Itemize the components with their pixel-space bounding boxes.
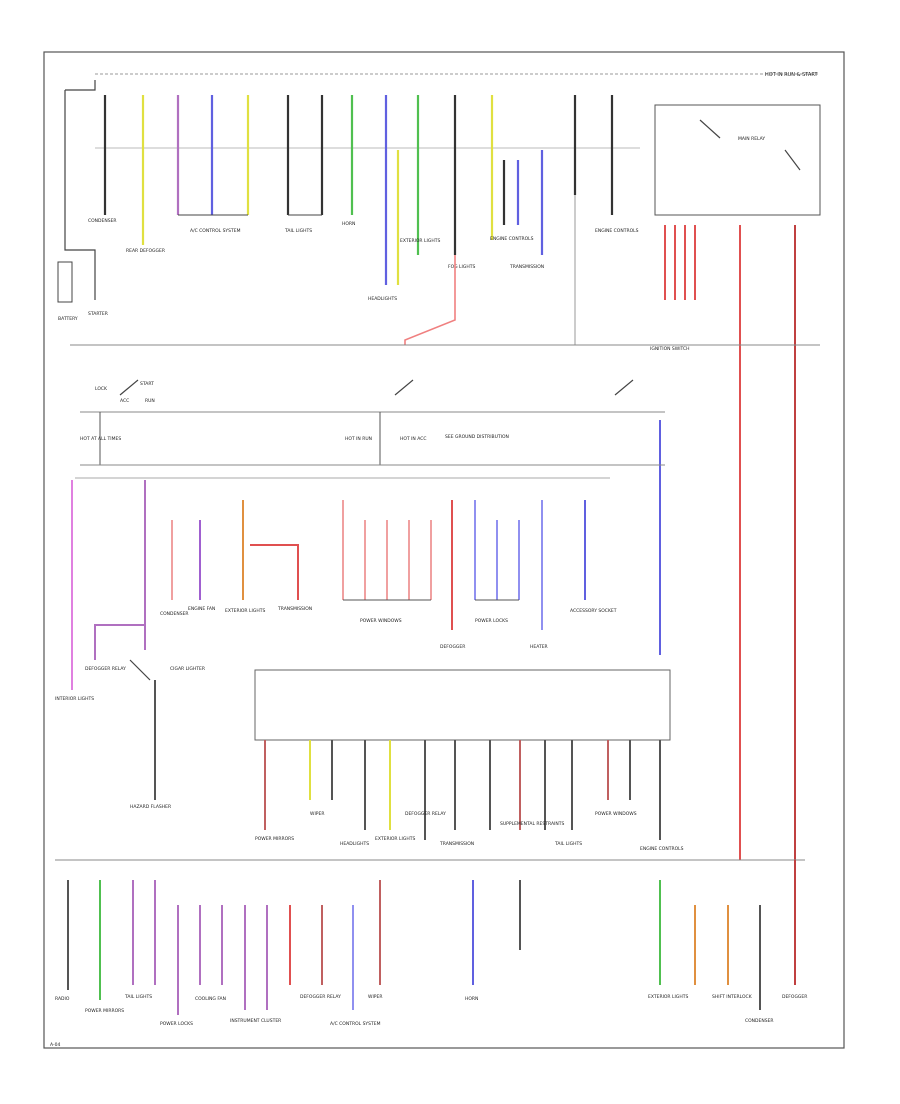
label-interior: INTERIOR LIGHTS bbox=[55, 696, 94, 702]
label-defogger-relay: DEFOGGER RELAY bbox=[85, 666, 126, 672]
diagram-border bbox=[43, 51, 845, 1049]
label-see-ground: SEE GROUND DISTRIBUTION bbox=[445, 434, 509, 440]
label-cluster-2: INSTRUMENT CLUSTER bbox=[230, 1018, 281, 1024]
mid-drop-cigar bbox=[94, 624, 145, 660]
label-defogger-2: DEFOGGER bbox=[782, 994, 807, 1000]
ign-switch-1 bbox=[119, 379, 139, 396]
hazard-switch bbox=[129, 659, 151, 681]
relay-box-outline bbox=[654, 104, 821, 216]
label-power-mirrors: POWER MIRRORS bbox=[255, 836, 294, 842]
label-defogger-relay-3: DEFOGGER RELAY bbox=[300, 994, 341, 1000]
label-condenser: CONDENSER bbox=[88, 218, 117, 224]
label-wiper-2: WIPER bbox=[368, 994, 382, 1000]
label-tail-2: TAIL LIGHTS bbox=[554, 841, 582, 847]
label-ac-2: A/C CONTROL SYSTEM bbox=[330, 1021, 381, 1027]
label-shift: SHIFT INTERLOCK bbox=[712, 994, 753, 1000]
label-rear-defogger: REAR DEFOGGER bbox=[126, 248, 165, 254]
mid-drop-transmission bbox=[250, 544, 299, 600]
bottom-drops bbox=[67, 860, 796, 1015]
label-power-windows: POWER WINDOWS bbox=[360, 618, 402, 624]
header-title: HOT IN RUN & START bbox=[765, 72, 818, 78]
label-fog: FOG LIGHTS bbox=[448, 264, 476, 270]
label-run: RUN bbox=[145, 398, 155, 404]
upper-fuse-row: CONDENSER REAR DEFOGGER A/C CONTROL SYST… bbox=[88, 95, 640, 302]
label-hot-at-all-times: HOT AT ALL TIMES bbox=[80, 436, 121, 442]
label-engine: ENGINE CONTROLS bbox=[490, 236, 534, 242]
label-defogger: DEFOGGER bbox=[440, 644, 465, 650]
label-headlights: HEADLIGHTS bbox=[368, 296, 397, 302]
label-horn-2: HORN bbox=[465, 996, 478, 1002]
label-horn: HORN bbox=[342, 221, 355, 227]
label-headlights-2: HEADLIGHTS bbox=[340, 841, 369, 847]
lower-fuse-box bbox=[254, 669, 671, 741]
label-tail-3: TAIL LIGHTS bbox=[124, 994, 152, 1000]
label-defogger-relay-2: DEFOGGER RELAY bbox=[405, 811, 446, 817]
label-transmission: TRANSMISSION bbox=[509, 264, 544, 270]
label-srs: SUPPLEMENTAL RESTRAINTS bbox=[500, 821, 564, 827]
label-acc: ACC bbox=[120, 398, 129, 404]
label-cooling-fan: COOLING FAN bbox=[195, 996, 226, 1002]
label-power-locks: POWER LOCKS bbox=[475, 618, 508, 624]
label-transmission-3: TRANSMISSION bbox=[439, 841, 474, 847]
relay-switch-2 bbox=[784, 149, 801, 171]
lower-drops bbox=[264, 740, 661, 840]
label-hot-in-run: HOT IN RUN bbox=[345, 436, 372, 442]
label-tail: TAIL LIGHTS bbox=[284, 228, 312, 234]
battery-lead bbox=[64, 90, 96, 300]
label-radio: RADIO bbox=[55, 996, 70, 1002]
battery-lead-top bbox=[65, 80, 96, 91]
label-heater: HEATER bbox=[530, 644, 548, 650]
ign-switch-2 bbox=[394, 379, 414, 396]
label-exterior-3: EXTERIOR LIGHTS bbox=[375, 836, 415, 842]
label-ac: A/C CONTROL SYSTEM bbox=[190, 228, 241, 234]
starter-label: STARTER bbox=[88, 311, 108, 317]
label-ignition-switch: IGNITION SWITCH bbox=[650, 346, 690, 352]
main-relay-box: MAIN RELAY bbox=[654, 104, 821, 216]
label-main-relay: MAIN RELAY bbox=[738, 136, 765, 142]
label-lock: LOCK bbox=[95, 386, 108, 392]
label-mirrors-2: POWER MIRRORS bbox=[85, 1008, 124, 1014]
label-wiper: WIPER bbox=[310, 811, 324, 817]
label-engine-2: ENGINE CONTROLS bbox=[595, 228, 639, 234]
label-engine-fan: ENGINE FAN bbox=[188, 606, 215, 612]
label-condenser-2: CONDENSER bbox=[160, 611, 189, 617]
label-exterior-4: EXTERIOR LIGHTS bbox=[648, 994, 688, 1000]
label-start: START bbox=[140, 381, 154, 387]
label-hazard: HAZARD FLASHER bbox=[130, 804, 171, 810]
label-exterior: EXTERIOR LIGHTS bbox=[400, 238, 440, 244]
battery-icon bbox=[57, 261, 73, 303]
label-pw-2: POWER WINDOWS bbox=[595, 811, 637, 817]
label-engine-3: ENGINE CONTROLS bbox=[640, 846, 684, 852]
label-transmission-2: TRANSMISSION bbox=[277, 606, 312, 612]
red-ignition-feed bbox=[404, 255, 456, 345]
label-exterior-2: EXTERIOR LIGHTS bbox=[225, 608, 265, 614]
label-hot-in-acc: HOT IN ACC bbox=[400, 436, 427, 442]
relay-drops bbox=[664, 225, 796, 860]
battery-label: BATTERY bbox=[58, 316, 78, 322]
ignition-switches: LOCK START ACC RUN bbox=[95, 379, 634, 404]
label-condenser-3: CONDENSER bbox=[745, 1018, 774, 1024]
relay-switch-1 bbox=[699, 119, 721, 139]
label-accessory: ACCESSORY SOCKET bbox=[570, 608, 617, 614]
footer-label: A-04 bbox=[50, 1042, 60, 1048]
label-cigar: CIGAR LIGHTER bbox=[170, 666, 205, 672]
label-locks-2: POWER LOCKS bbox=[160, 1021, 193, 1027]
middle-drops bbox=[71, 480, 586, 800]
ign-switch-3 bbox=[614, 379, 634, 396]
